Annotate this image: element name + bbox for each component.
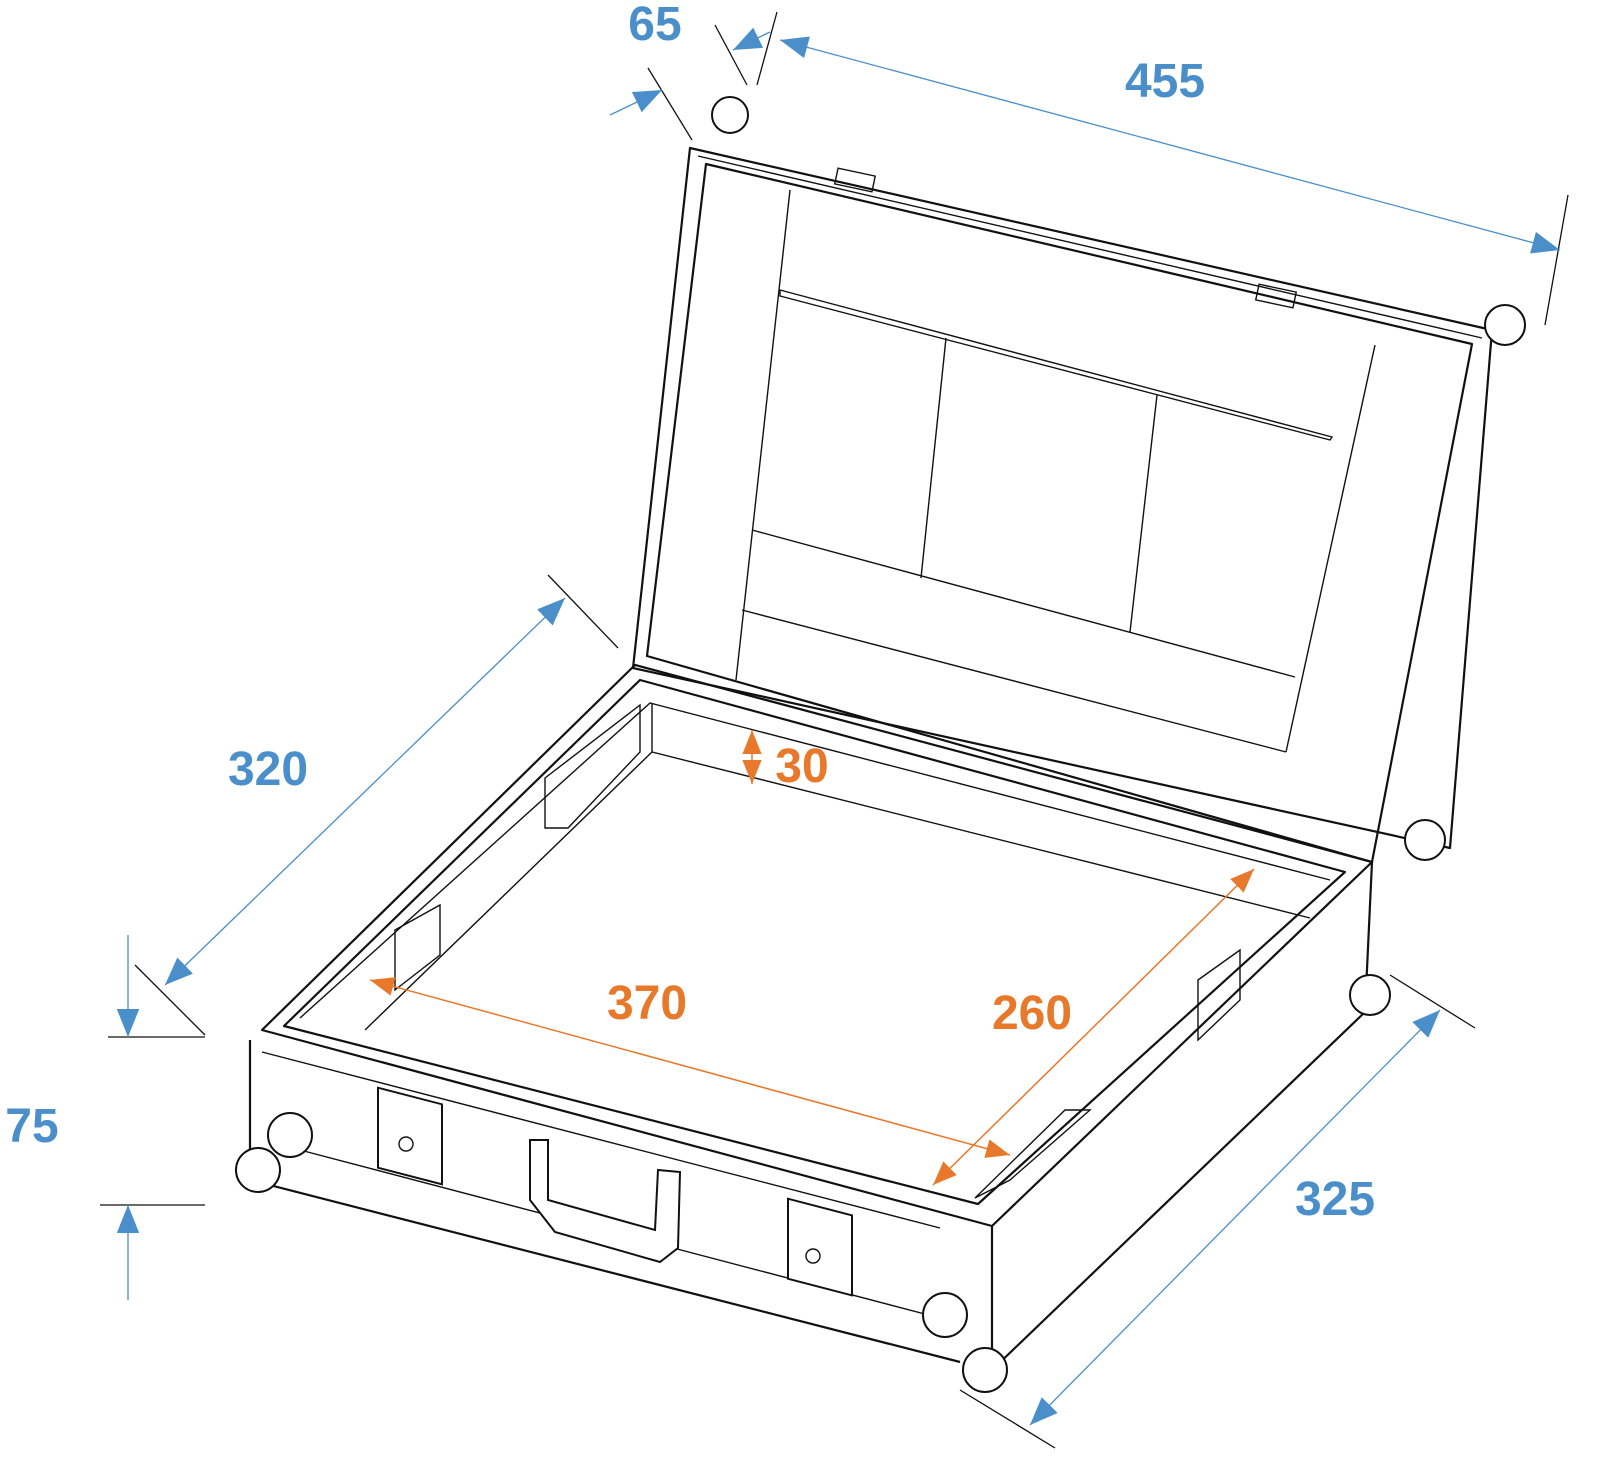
label-455: 455 bbox=[1125, 55, 1205, 108]
label-65: 65 bbox=[628, 0, 681, 51]
dimension-width: 320 bbox=[164, 597, 566, 986]
dimension-inner-length: 370 bbox=[369, 977, 1011, 1158]
dimension-inner-width: 260 bbox=[932, 868, 1255, 1186]
dimension-inner-depth: 30 bbox=[742, 730, 829, 793]
extension-lines bbox=[100, 11, 1569, 1449]
label-320: 320 bbox=[228, 743, 308, 796]
latch-right bbox=[787, 1197, 853, 1297]
dimension-depth: 325 bbox=[1029, 1009, 1441, 1426]
label-325: 325 bbox=[1295, 1173, 1375, 1226]
dimension-height: 75 bbox=[5, 935, 140, 1300]
handle bbox=[529, 1139, 682, 1264]
label-75: 75 bbox=[5, 1100, 58, 1153]
latch-left bbox=[377, 1086, 443, 1186]
label-260: 260 bbox=[992, 987, 1072, 1040]
label-30: 30 bbox=[775, 740, 828, 793]
dimension-length: 455 bbox=[779, 36, 1561, 254]
case-lid bbox=[631, 146, 1494, 864]
dimension-lid-depth: 65 bbox=[609, 0, 771, 116]
label-370: 370 bbox=[607, 977, 687, 1030]
